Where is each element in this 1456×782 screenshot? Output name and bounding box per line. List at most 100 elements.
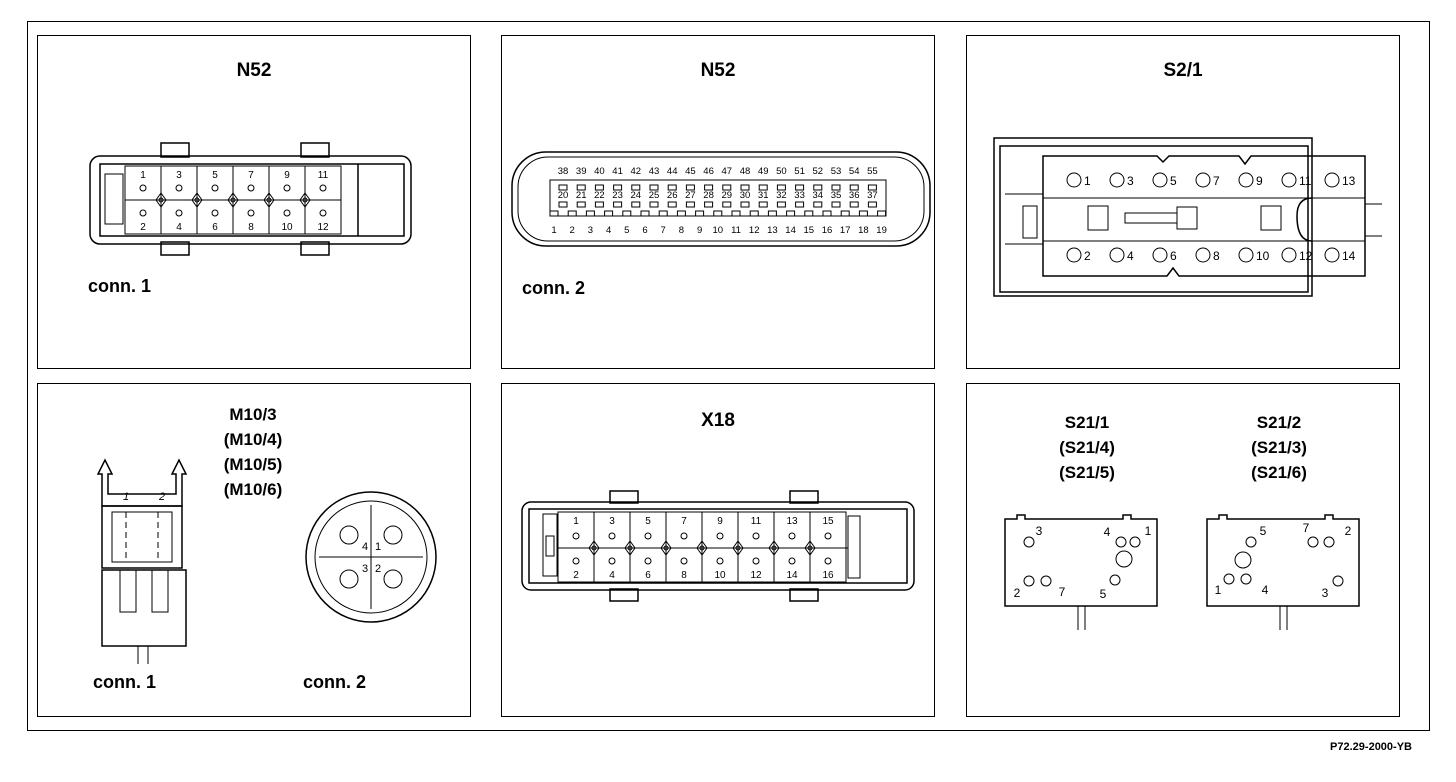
pin-slot: [840, 210, 850, 217]
pin-label: 41: [612, 166, 623, 177]
pin-slot: [722, 184, 732, 191]
connector-label-1: conn. 1: [93, 672, 157, 692]
pin-slot: [685, 201, 695, 208]
panel-title: N52: [700, 60, 736, 81]
contact-large: [1115, 550, 1133, 568]
pin-slot: [658, 210, 668, 217]
pin-label: 14: [786, 570, 798, 581]
n52-conn2-connector: 3820392140224123422443254426452746284729…: [511, 151, 931, 247]
panel-title: X18: [701, 410, 735, 431]
plug-base: [101, 569, 187, 647]
pin-hole: [319, 184, 327, 192]
pin-label: 1: [140, 170, 146, 181]
pin-slot: [594, 201, 604, 208]
square-slot: [1087, 205, 1109, 231]
pin-label: 4: [606, 225, 611, 236]
pin-label: 4: [1104, 525, 1111, 539]
pin-label: 8: [681, 570, 687, 581]
pin-label: 50: [776, 166, 787, 177]
pin-hole: [175, 184, 183, 192]
pin-hole: [752, 557, 760, 565]
contact: [1023, 575, 1035, 587]
switch-label-1: S21/1 (S21/4) (S21/5): [1059, 413, 1115, 482]
pin-slot: [795, 184, 805, 191]
pin-label: 22: [594, 190, 605, 201]
pin-slot: [676, 210, 686, 217]
pin-slot: [758, 201, 768, 208]
pin-label: 16: [822, 570, 834, 581]
pin-label: 49: [758, 166, 769, 177]
pin-label: 2: [140, 222, 146, 233]
pin-hole: [644, 532, 652, 540]
pin-label: 3: [1036, 524, 1043, 538]
contact-pin: [1066, 247, 1082, 263]
pin-label: 12: [1299, 249, 1313, 263]
contact-pin: [1238, 172, 1254, 188]
switch-housing: [993, 137, 1313, 297]
latch-tab: [609, 588, 639, 602]
pin-label: 52: [813, 166, 824, 177]
pin-label: 3: [1322, 586, 1329, 600]
diagram-frame: [27, 21, 1430, 731]
round-connector: [305, 491, 437, 623]
switch-body-s21-1: [1004, 514, 1158, 607]
pin-label: 17: [840, 225, 851, 236]
pin-hole: [247, 209, 255, 217]
pin-label: 9: [717, 516, 723, 527]
pin-label: 11: [1299, 174, 1312, 188]
contact-pin: [1109, 247, 1125, 263]
plug-contacts: [111, 511, 173, 563]
pin-hole: [283, 209, 291, 217]
pin-label: 27: [685, 190, 696, 201]
contact-pin: [1195, 172, 1211, 188]
switch-label-2: S21/2 (S21/3) (S21/6): [1251, 413, 1307, 482]
contact-block: [1042, 155, 1366, 277]
pin-label: 1: [1084, 174, 1091, 188]
pin-hole: [211, 209, 219, 217]
panel-s21: S21/1 (S21/4) (S21/5) S21/2 (S21/3) (S21…: [966, 383, 1400, 717]
component-label: M10/3 (M10/4) (M10/5) (M10/6): [223, 405, 283, 499]
pin-hole: [716, 557, 724, 565]
latch-tab: [609, 490, 639, 504]
pin-label: 10: [713, 225, 724, 236]
pin-slot: [604, 210, 614, 217]
pin-label: 34: [813, 190, 824, 201]
pin-label: 12: [749, 225, 760, 236]
pin-slot: [813, 201, 823, 208]
pin-label: 7: [1213, 174, 1220, 188]
pin-hole: [608, 557, 616, 565]
pin-label: 10: [281, 222, 293, 233]
pin-hole: [788, 557, 796, 565]
contact: [1332, 575, 1344, 587]
pin-label: 3: [176, 170, 182, 181]
pin-cell: [809, 547, 847, 583]
pin-label: 11: [731, 225, 741, 236]
pin-hole: [383, 525, 403, 545]
pin-label: 7: [661, 225, 666, 236]
pin-hole: [824, 557, 832, 565]
pin-slot: [576, 184, 586, 191]
side-tab: [1022, 205, 1038, 239]
pin-label: 35: [831, 190, 842, 201]
pin-label: 31: [758, 190, 769, 201]
pin-label: 47: [722, 166, 733, 177]
pin-label: 12: [750, 570, 762, 581]
pin-label: 5: [1260, 524, 1267, 538]
contact-pin: [1109, 172, 1125, 188]
pin-label: 1: [375, 541, 381, 553]
pin-label: 8: [248, 222, 254, 233]
pin-slot: [849, 184, 859, 191]
pin-slot: [831, 184, 841, 191]
pin-label: 9: [697, 225, 702, 236]
pin-label: 2: [1345, 524, 1352, 538]
pin-slot: [640, 210, 650, 217]
contact-pin: [1152, 172, 1168, 188]
slider-bar: [1124, 212, 1178, 224]
pin-label: 48: [740, 166, 751, 177]
pin-label: 6: [642, 225, 647, 236]
pin-hole: [139, 184, 147, 192]
